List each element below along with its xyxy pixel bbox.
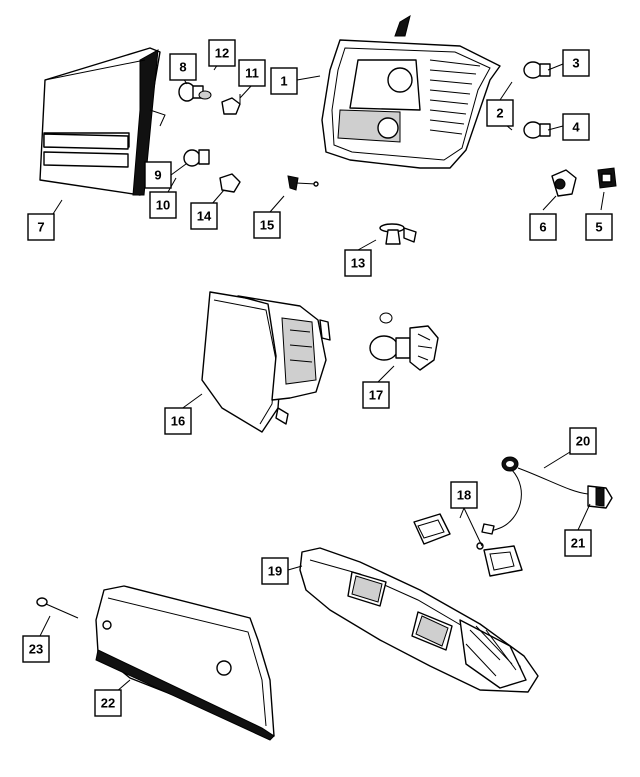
callout-7-label: 7 bbox=[37, 220, 44, 235]
callout-7: 7 bbox=[27, 213, 55, 241]
callout-21-label: 21 bbox=[571, 536, 585, 551]
callout-9-label: 9 bbox=[154, 168, 161, 183]
callout-16: 16 bbox=[164, 407, 192, 435]
callout-14: 14 bbox=[190, 202, 218, 230]
callout-18-label: 18 bbox=[457, 488, 471, 503]
callout-22-label: 22 bbox=[101, 696, 115, 711]
callout-11: 11 bbox=[238, 59, 266, 87]
callout-5: 5 bbox=[585, 213, 613, 241]
callout-10: 10 bbox=[149, 191, 177, 219]
part-6-socket bbox=[551, 169, 577, 197]
part-11-socket bbox=[221, 94, 241, 115]
callout-8-label: 8 bbox=[179, 60, 186, 75]
callout-1-label: 1 bbox=[280, 74, 287, 89]
callout-19: 19 bbox=[261, 557, 289, 585]
callout-12: 12 bbox=[208, 39, 236, 67]
part-21-connector bbox=[587, 485, 613, 509]
part-18-lamp-module bbox=[413, 513, 523, 577]
callout-12-label: 12 bbox=[215, 46, 229, 61]
callout-4: 4 bbox=[562, 113, 590, 141]
callout-13: 13 bbox=[344, 249, 372, 277]
part-4-bulb bbox=[523, 121, 551, 139]
callout-23: 23 bbox=[22, 635, 50, 663]
part-22-cenral-stop-lamp bbox=[95, 585, 275, 741]
callout-23-label: 23 bbox=[29, 642, 43, 657]
callout-1: 1 bbox=[270, 67, 298, 95]
part-5-clip bbox=[597, 167, 617, 189]
callout-2-label: 2 bbox=[496, 106, 503, 121]
callout-6-label: 6 bbox=[539, 220, 546, 235]
callout-22: 22 bbox=[94, 689, 122, 717]
callout-17-label: 17 bbox=[369, 388, 383, 403]
callout-4-label: 4 bbox=[572, 120, 580, 135]
part-20-harness bbox=[481, 456, 589, 535]
part-8-bulb bbox=[178, 82, 204, 102]
part-17-fog-bulb bbox=[369, 312, 439, 371]
part-16-fog-lamp bbox=[201, 291, 331, 433]
callout-15-label: 15 bbox=[260, 218, 274, 233]
callout-15: 15 bbox=[253, 211, 281, 239]
callout-8: 8 bbox=[169, 53, 197, 81]
part-15-pin bbox=[287, 175, 319, 191]
callout-13-label: 13 bbox=[351, 256, 365, 271]
part-13-retainer bbox=[379, 223, 417, 245]
part-14-socket bbox=[219, 173, 241, 193]
callout-19-label: 19 bbox=[268, 564, 282, 579]
callout-18: 18 bbox=[450, 481, 478, 509]
part-7-tail-lamp bbox=[39, 47, 166, 196]
callout-17: 17 bbox=[362, 381, 390, 409]
part-1-headlamp bbox=[321, 14, 501, 169]
callout-6: 6 bbox=[529, 213, 557, 241]
callout-14-label: 14 bbox=[197, 209, 212, 224]
part-23-screw bbox=[36, 597, 79, 619]
callout-16-label: 16 bbox=[171, 414, 185, 429]
callout-5-label: 5 bbox=[595, 220, 602, 235]
callout-3-label: 3 bbox=[572, 56, 579, 71]
callout-3: 3 bbox=[562, 49, 590, 77]
callout-10-label: 10 bbox=[156, 198, 170, 213]
callout-2: 2 bbox=[486, 99, 514, 127]
part-3-bulb bbox=[523, 61, 551, 79]
callout-20: 20 bbox=[569, 427, 597, 455]
part-9-bulb bbox=[183, 149, 210, 167]
part-19-license-bar bbox=[299, 547, 539, 693]
callout-9: 9 bbox=[144, 161, 172, 189]
callout-11-label: 11 bbox=[245, 66, 259, 81]
callout-20-label: 20 bbox=[576, 434, 590, 449]
callout-21: 21 bbox=[564, 529, 592, 557]
